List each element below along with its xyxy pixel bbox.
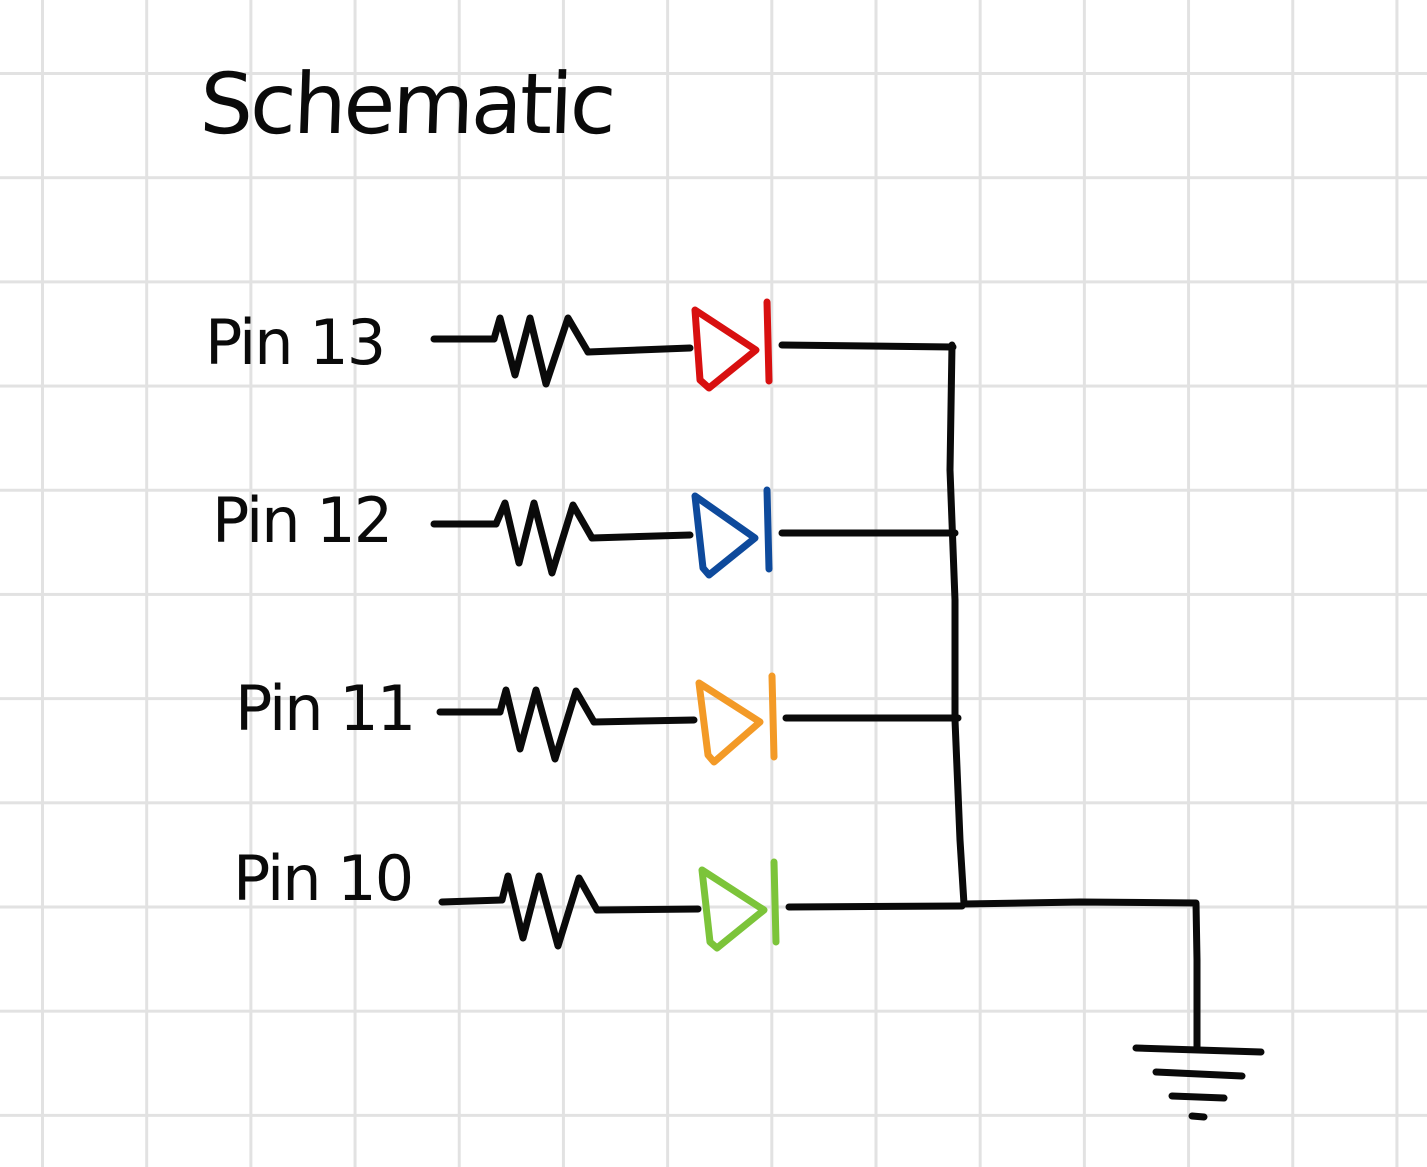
ground-line-4 (1188, 1112, 1208, 1121)
input-wire-pin-10 (438, 896, 506, 906)
wire-resistor-to-led-pin-12 (588, 531, 694, 542)
resistor-pin-10 (498, 872, 601, 950)
resistor-pin-12 (492, 499, 596, 577)
wire-resistor-to-led-pin-13 (584, 344, 694, 356)
led-pin-11 (695, 679, 764, 766)
branch-pin-12 (430, 486, 959, 579)
branch-pin-10 (438, 858, 966, 952)
ground-wire (960, 898, 1201, 1052)
led-pin-13 (691, 306, 760, 392)
common-bus-wire (946, 341, 968, 908)
pin-11-label: Pin 11 (235, 672, 416, 745)
resistor-pin-13 (490, 314, 592, 388)
pin-12-label: Pin 12 (212, 484, 393, 557)
output-wire-pin-10 (785, 902, 966, 911)
ground-line-3 (1168, 1092, 1228, 1102)
led-bar-pin-10 (770, 858, 780, 946)
resistor-pin-11 (496, 686, 598, 763)
ground-line-1 (1132, 1044, 1265, 1056)
ground-line-2 (1152, 1068, 1246, 1080)
wire-resistor-to-led-pin-11 (590, 716, 698, 726)
ground-symbol (1132, 1044, 1265, 1121)
pin-13-label: Pin 13 (205, 306, 386, 379)
led-pin-10 (698, 866, 768, 952)
wire-resistor-to-led-pin-10 (593, 905, 702, 914)
pin-10-label: Pin 10 (233, 842, 414, 915)
branch-pin-13 (430, 298, 957, 392)
led-bar-pin-13 (763, 298, 773, 385)
led-bar-pin-12 (763, 486, 773, 573)
output-wire-pin-13 (778, 341, 957, 351)
led-pin-12 (691, 492, 759, 579)
branch-pin-11 (436, 672, 962, 766)
led-bar-pin-11 (768, 672, 778, 761)
